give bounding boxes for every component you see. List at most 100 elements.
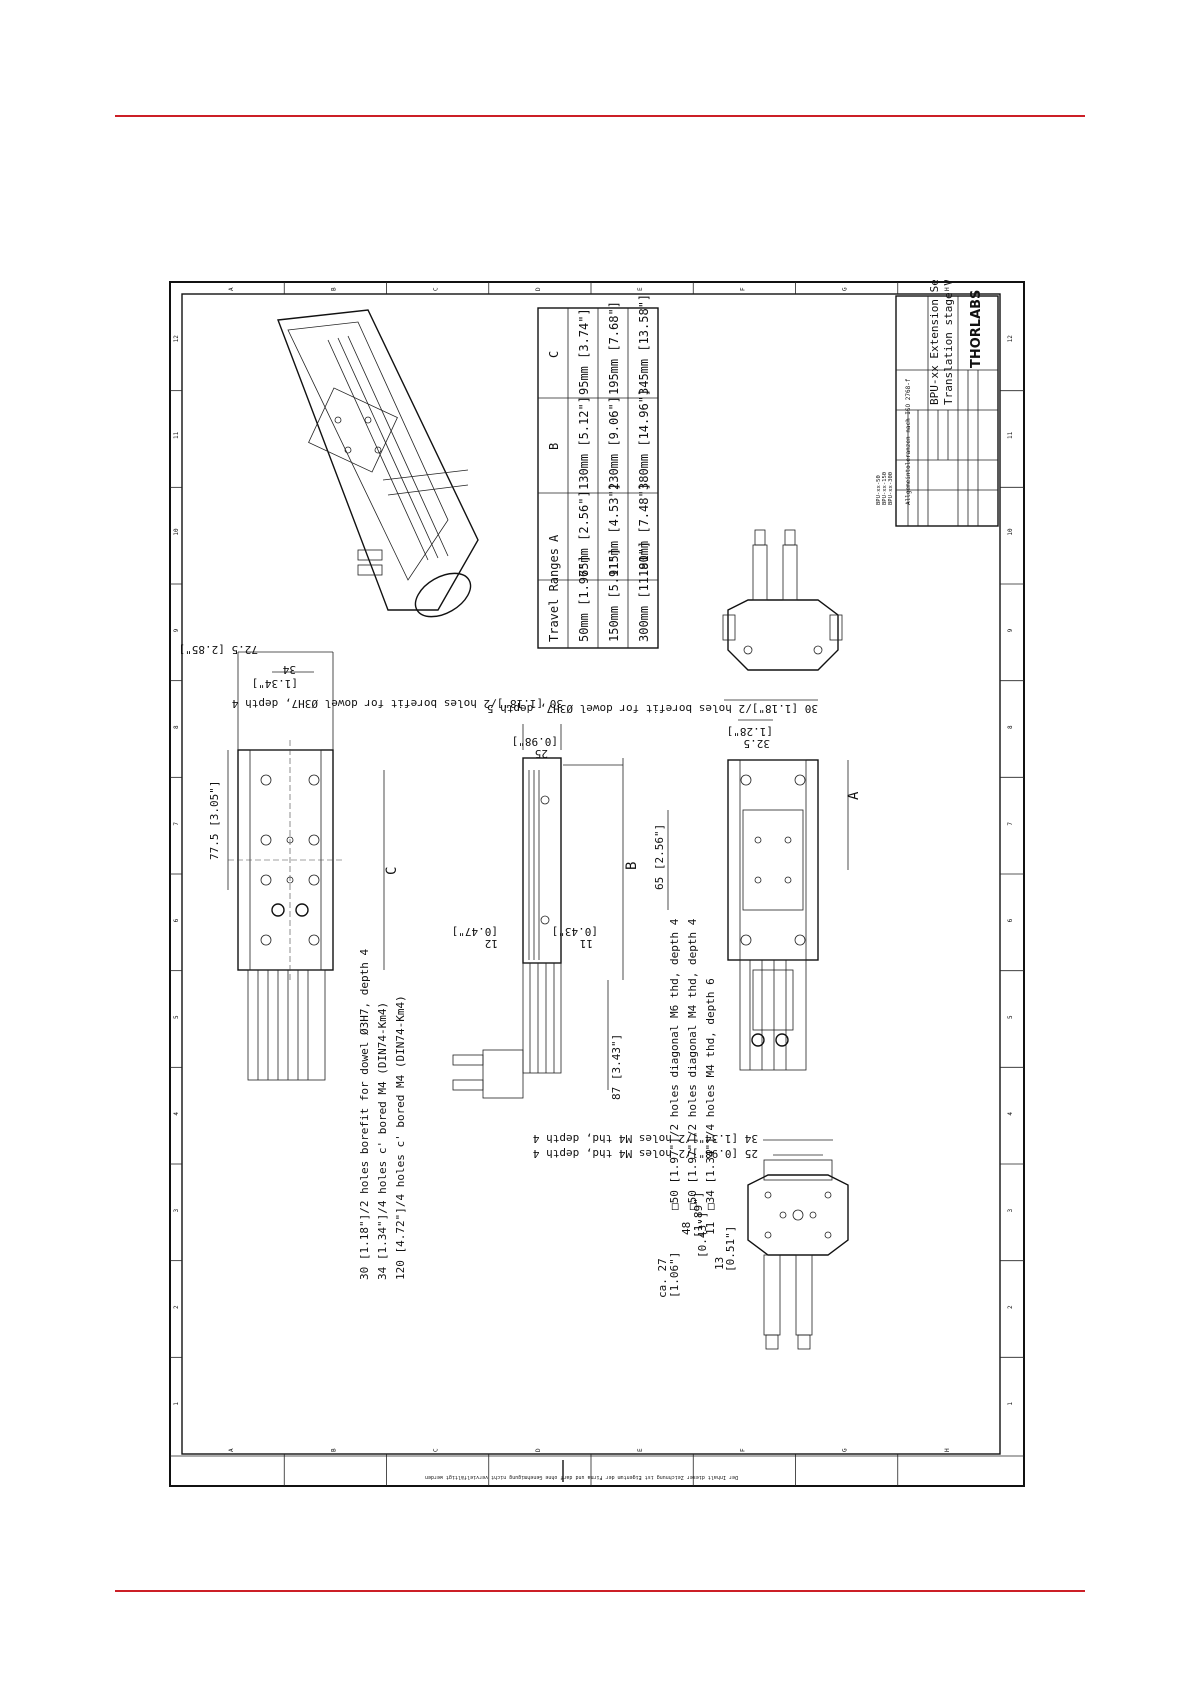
zone-number: 5: [1007, 1015, 1014, 1019]
zone-number: 2: [173, 1305, 180, 1309]
dim-77-5: 77.5 [3.05"]: [208, 781, 221, 860]
zone-number: 10: [1007, 528, 1014, 536]
zone-number: 6: [1007, 918, 1014, 922]
note-dowel-left: 30 [1.18"]/2 holes borefit for dowel Ø3H…: [231, 697, 563, 710]
zone-letter: E: [637, 1448, 644, 1452]
dim-width-72-5: 72.5 [2.85"]: [179, 643, 258, 656]
table-header-c: C: [547, 351, 561, 358]
tolerance-note: Allgemeintoleranzen nach ISO 2768-f: [905, 378, 912, 505]
footer-note: Der Inhalt dieser Zeichnung ist Eigentum…: [425, 1474, 738, 1480]
dim-25: 25: [535, 747, 548, 760]
zone-number: 9: [173, 628, 180, 632]
dim-48-in: [1.89"]: [692, 1192, 705, 1238]
note-left-1: 30 [1.18"]/2 holes borefit for dowel Ø3H…: [358, 948, 371, 1280]
table-cell: 380mm [14.96"]: [637, 389, 651, 490]
footer-fine-print: Der Inhalt dieser Zeichnung ist Eigentum…: [170, 1455, 1024, 1482]
title-block: BPU-xx Extension Set Translation stage V…: [876, 280, 999, 527]
table-cell: 95mm [3.74"]: [577, 308, 591, 395]
zone-number: 10: [173, 528, 180, 536]
dim-11: 11: [580, 937, 593, 950]
zone-letter: H: [944, 287, 951, 291]
part-number-1: BPU-xx-50: [876, 475, 882, 505]
dim-11-end: 11: [704, 1222, 717, 1235]
note-dowel-right: 30 [1.18"]/2 holes borefit for dowel Ø3H…: [487, 702, 818, 715]
zone-letter: B: [330, 287, 337, 291]
dim-27-in: [1.06"]: [668, 1252, 681, 1298]
note-left-2: 34 [1.34"]/4 holes c' bored M4 (DIN74-Km…: [376, 1002, 389, 1280]
dim-48: 48: [680, 1222, 693, 1235]
table-cell: 115mm [4.53"]: [607, 483, 621, 577]
zone-number: 5: [173, 1015, 180, 1019]
dim-25-in: [0.98"]: [512, 735, 558, 748]
zone-number: 7: [173, 822, 180, 826]
inner-frame: [181, 293, 1001, 1455]
zone-number: 12: [1007, 335, 1014, 343]
travel-range-table: Travel Ranges A B C 50mm [1.97"] 65mm [2…: [537, 294, 659, 649]
zone-letter: F: [739, 287, 746, 291]
zone-letter: G: [842, 287, 849, 291]
drawing-title-1: BPU-xx Extension Set: [928, 280, 941, 405]
end-view-connectors: [722, 529, 843, 671]
note-end-2: 25 [0.98"]/2 holes M4 thd, depth 4: [532, 1147, 758, 1160]
table-cell: 65mm [2.56"]: [577, 490, 591, 577]
zone-letter: C: [433, 287, 440, 291]
zone-number: 8: [173, 725, 180, 729]
isometric-view: [277, 309, 479, 618]
zone-letter: C: [433, 1448, 440, 1452]
dim-c-label: C: [384, 867, 400, 875]
zone-letter: G: [842, 1448, 849, 1452]
table-header-travel: Travel Ranges: [547, 548, 561, 642]
zone-letter: A: [228, 1448, 235, 1452]
dim-a-label: A: [846, 791, 862, 800]
zone-number: 4: [173, 1112, 180, 1116]
part-number-2: BPU-xx-150: [882, 472, 888, 505]
dim-12-in: [0.47"]: [452, 925, 498, 938]
table-cell: 130mm [5.12"]: [577, 396, 591, 490]
dim-13-in: [0.51"]: [724, 1226, 737, 1272]
zone-letter: E: [637, 287, 644, 291]
dim-13: 13: [713, 1257, 726, 1270]
dim-34: 34: [282, 663, 296, 676]
table-cell: 230mm [9.06"]: [607, 396, 621, 490]
zone-number: 1: [1007, 1402, 1014, 1406]
header-rule: [115, 115, 1085, 117]
dim-27: ca. 27: [656, 1258, 669, 1298]
end-view-bottom: 34 [1.34"]/2 holes M4 thd, depth 4 25 [0…: [532, 1132, 849, 1350]
dim-65: 65 [2.56"]: [653, 824, 666, 890]
dim-12: 12: [485, 937, 498, 950]
thorlabs-logo: THORLABS: [969, 290, 984, 368]
part-number-3: BPU-xx-300: [888, 472, 894, 505]
zone-number: 2: [1007, 1305, 1014, 1309]
zone-number: 9: [1007, 628, 1014, 632]
drawing-title-2: Translation stage VT-80: [942, 280, 955, 405]
zone-number: 4: [1007, 1112, 1014, 1116]
dim-b-label: B: [624, 862, 640, 870]
dim-11-in: [0.43"]: [552, 925, 598, 938]
dim-87: 87 [3.43"]: [610, 1034, 623, 1100]
zone-number: 3: [1007, 1208, 1014, 1212]
dim-11-end-in: [0.43"]: [696, 1212, 709, 1258]
table-cell: 150mm [5.91"]: [607, 548, 621, 642]
zone-letter: D: [535, 287, 542, 291]
zone-number: 8: [1007, 725, 1014, 729]
footer-rule: [115, 1590, 1085, 1592]
dim-34-in: [1.34"]: [252, 677, 298, 690]
note-left-3: 120 [4.72"]/4 holes c' bored M4 (DIN74-K…: [394, 995, 407, 1280]
note-right-1: □50 [1.97"]/2 holes diagonal M6 thd, dep…: [668, 918, 681, 1210]
zone-number: 1: [173, 1402, 180, 1406]
note-right-3: □34 [1.34"]/4 holes M4 thd, depth 6: [704, 978, 717, 1210]
zone-letter: F: [739, 1448, 746, 1452]
zone-number: 12: [173, 335, 180, 343]
note-end-1: 34 [1.34"]/2 holes M4 thd, depth 4: [532, 1132, 758, 1145]
zone-letter: A: [228, 287, 235, 291]
table-cell: 300mm [11.81"]: [637, 541, 651, 642]
side-view: [0.98"] 25 B 12 [0.47"] 11 [0.43"] 87 [3…: [452, 724, 640, 1100]
zone-number: 7: [1007, 822, 1014, 826]
table-cell: 195mm [7.68"]: [607, 301, 621, 395]
zone-letter: B: [330, 1448, 337, 1452]
table-cell: 50mm [1.97"]: [577, 555, 591, 642]
zone-number: 3: [173, 1208, 180, 1212]
note-right-2: □50 [1.97"]/2 holes diagonal M4 thd, dep…: [686, 918, 699, 1210]
